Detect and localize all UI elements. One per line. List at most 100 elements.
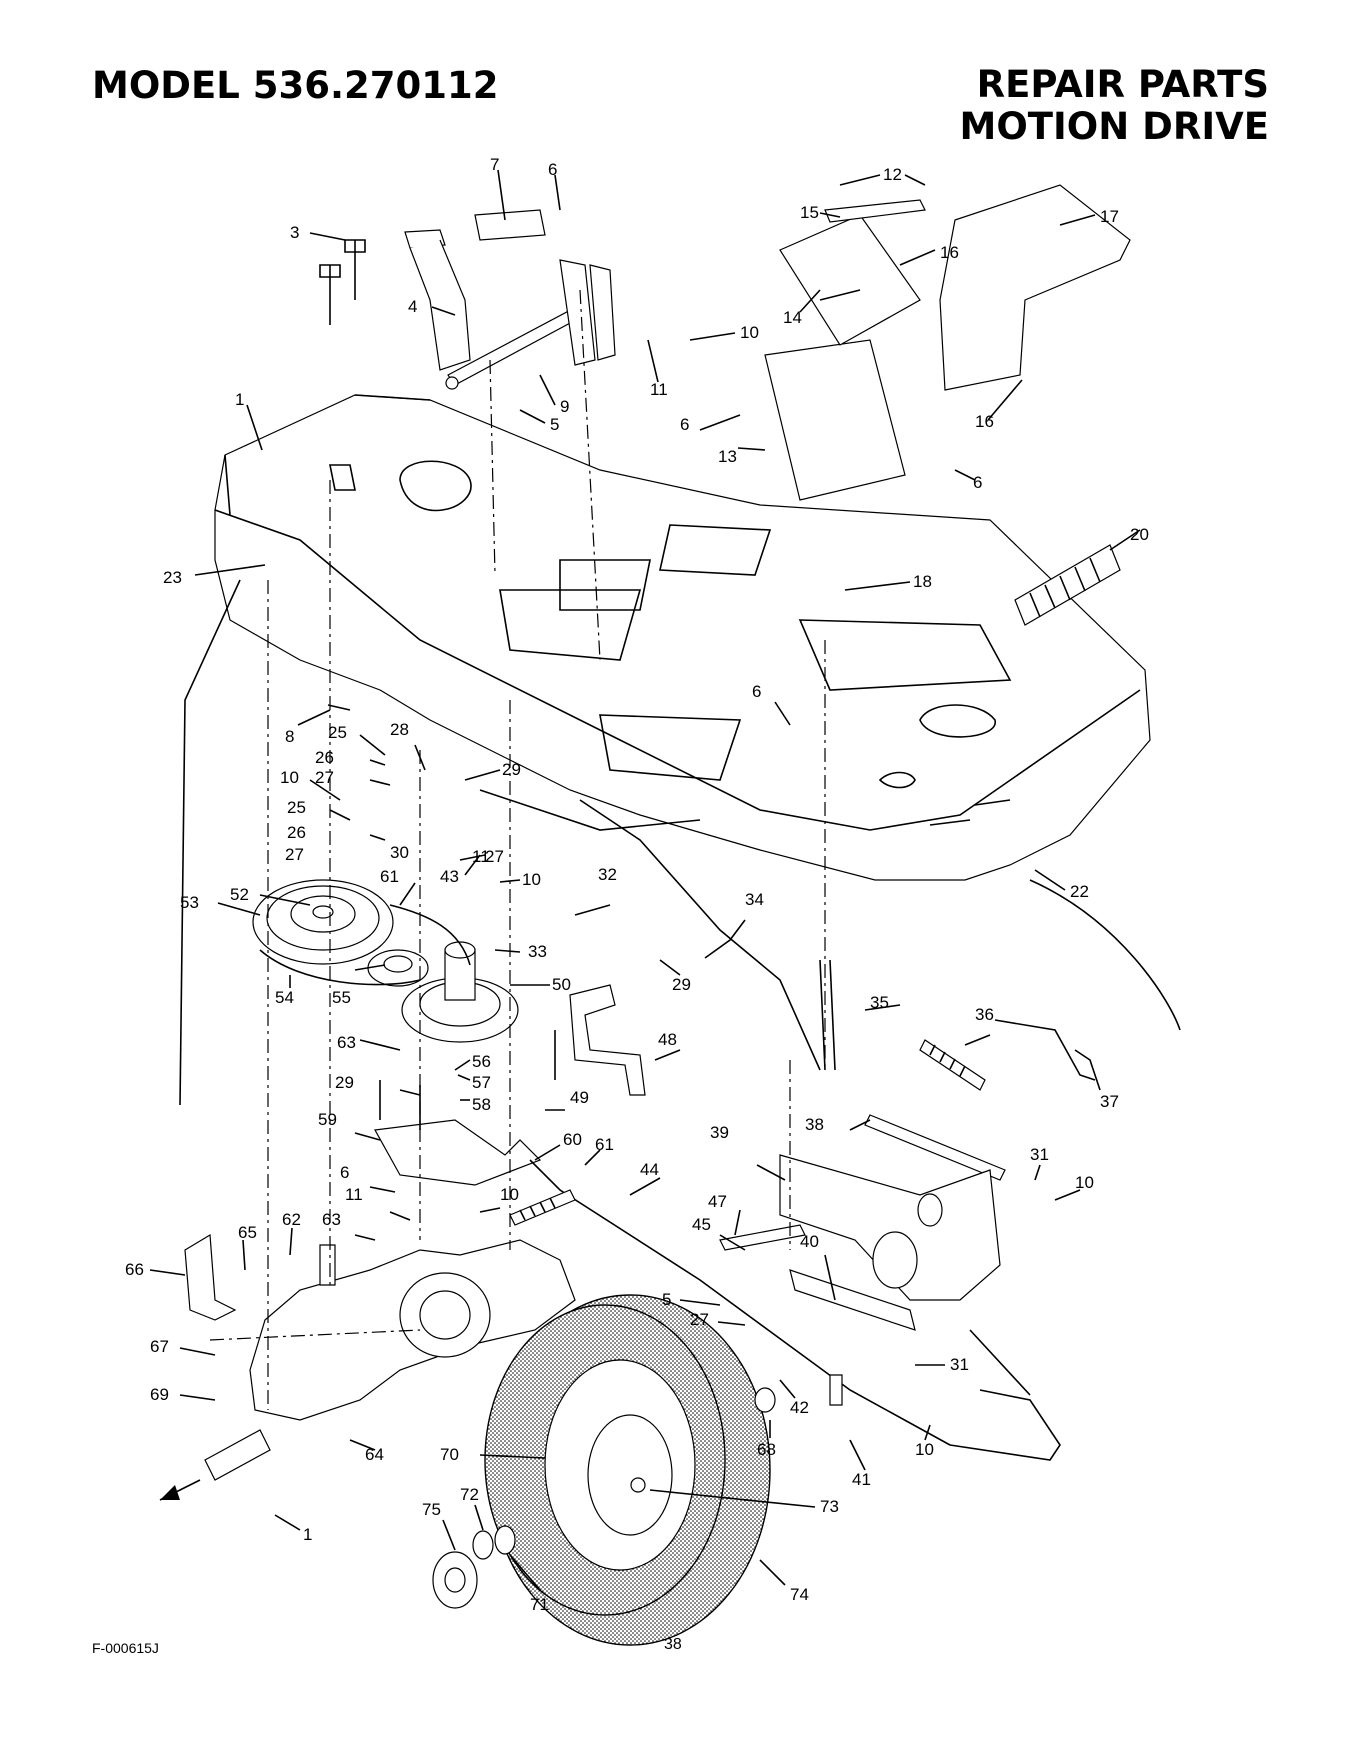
callout-15: 15 bbox=[800, 203, 819, 222]
callout-54: 54 bbox=[275, 988, 294, 1007]
callout-52: 52 bbox=[230, 885, 249, 904]
callout-42: 42 bbox=[790, 1398, 809, 1417]
callout-33: 33 bbox=[528, 942, 547, 961]
callout-10: 10 bbox=[740, 323, 759, 342]
callout-61: 61 bbox=[380, 867, 399, 886]
callout-63: 63 bbox=[337, 1033, 356, 1052]
callout-10: 10 bbox=[915, 1440, 934, 1459]
drive-belt-54 bbox=[259, 904, 471, 986]
callout-27: 27 bbox=[285, 845, 304, 864]
callout-10: 10 bbox=[522, 870, 541, 889]
callout-62: 62 bbox=[282, 1210, 301, 1229]
chassis-frame bbox=[214, 394, 1151, 881]
callout-6: 6 bbox=[340, 1163, 349, 1182]
spring-41 bbox=[829, 1374, 843, 1406]
callout-25: 25 bbox=[328, 723, 347, 742]
callout-36: 36 bbox=[975, 1005, 994, 1024]
idler-bracket-59 bbox=[374, 1080, 542, 1186]
callout-44: 44 bbox=[640, 1160, 659, 1179]
callout-69: 69 bbox=[150, 1385, 169, 1404]
callout-27: 27 bbox=[690, 1310, 709, 1329]
callout-68: 68 bbox=[757, 1440, 776, 1459]
callout-6: 6 bbox=[548, 160, 557, 179]
callout-35: 35 bbox=[870, 993, 889, 1012]
callout-47: 47 bbox=[708, 1192, 727, 1211]
callout-53: 53 bbox=[180, 893, 199, 912]
callout-4: 4 bbox=[408, 297, 417, 316]
callout-61: 61 bbox=[595, 1135, 614, 1154]
shift-plates bbox=[764, 184, 1131, 501]
callout-10: 10 bbox=[280, 768, 299, 787]
callout-71: 71 bbox=[530, 1595, 549, 1614]
callout-26: 26 bbox=[315, 748, 334, 767]
bolts-3 bbox=[319, 239, 366, 325]
section-heading-line1: REPAIR PARTS bbox=[976, 63, 1269, 106]
callout-32: 32 bbox=[598, 865, 617, 884]
model-title: MODEL 536.270112 bbox=[92, 64, 499, 107]
spring-61 bbox=[509, 1189, 576, 1226]
callout-72: 72 bbox=[460, 1485, 479, 1504]
callout-6: 6 bbox=[752, 682, 761, 701]
callout-26: 26 bbox=[287, 823, 306, 842]
callout-16: 16 bbox=[940, 243, 959, 262]
callout-31: 31 bbox=[950, 1355, 969, 1374]
callout-11: 11 bbox=[345, 1185, 363, 1204]
callout-65: 65 bbox=[238, 1223, 257, 1242]
callout-40: 40 bbox=[800, 1232, 819, 1251]
callout-9: 9 bbox=[560, 397, 569, 416]
callout-14: 14 bbox=[783, 308, 802, 327]
callout-25: 25 bbox=[287, 798, 306, 817]
callout-57: 57 bbox=[472, 1073, 491, 1092]
bracket-48 bbox=[554, 984, 646, 1096]
callout-3: 3 bbox=[290, 223, 299, 242]
callout-70: 70 bbox=[440, 1445, 459, 1464]
callout-31: 31 bbox=[1030, 1145, 1049, 1164]
callout-43: 43 bbox=[440, 867, 459, 886]
callout-38: 38 bbox=[805, 1115, 824, 1134]
callout-50: 50 bbox=[552, 975, 571, 994]
callout-49: 49 bbox=[570, 1088, 589, 1107]
callout-58: 58 bbox=[472, 1095, 491, 1114]
spring-36 bbox=[864, 1039, 1006, 1181]
callout-66: 66 bbox=[125, 1260, 144, 1279]
callout-60: 60 bbox=[563, 1130, 582, 1149]
callout-11: 11 bbox=[650, 380, 668, 399]
callout-16: 16 bbox=[975, 412, 994, 431]
callout-11: 11 bbox=[472, 847, 490, 866]
bracket-40 bbox=[719, 1224, 916, 1331]
callout-17: 17 bbox=[1100, 207, 1119, 226]
callout-29: 29 bbox=[672, 975, 691, 994]
callout-13: 13 bbox=[718, 447, 737, 466]
callout-23: 23 bbox=[163, 568, 182, 587]
pulley-50 bbox=[401, 941, 519, 1043]
callout-27: 27 bbox=[315, 768, 334, 787]
callout-10: 10 bbox=[1075, 1173, 1094, 1192]
callout-39: 39 bbox=[710, 1123, 729, 1142]
callout-59: 59 bbox=[318, 1110, 337, 1129]
callout-7: 7 bbox=[490, 155, 499, 174]
callout-28: 28 bbox=[390, 720, 409, 739]
section-heading: REPAIR PARTS MOTION DRIVE bbox=[960, 64, 1269, 148]
sub-frame bbox=[179, 579, 1181, 1461]
callout-48: 48 bbox=[658, 1030, 677, 1049]
callout-75: 75 bbox=[422, 1500, 441, 1519]
wheel-hub-75 bbox=[432, 1387, 776, 1609]
callout-6: 6 bbox=[680, 415, 689, 434]
brake-pedal-assembly bbox=[404, 209, 616, 390]
pulley-53 bbox=[252, 879, 394, 965]
callout-41: 41 bbox=[852, 1470, 871, 1489]
callout-5: 5 bbox=[662, 1290, 671, 1309]
tire-74 bbox=[484, 1294, 771, 1646]
callout-73: 73 bbox=[820, 1497, 839, 1516]
figure-code: F-000615J bbox=[92, 1640, 159, 1656]
callout-18: 18 bbox=[913, 572, 932, 591]
callout-63: 63 bbox=[322, 1210, 341, 1229]
callout-labels: 3 7 6 12 15 17 4 10 16 14 11 9 1 5 6 16 … bbox=[125, 155, 1149, 1614]
callout-6: 6 bbox=[973, 473, 982, 492]
callout-67: 67 bbox=[150, 1337, 169, 1356]
callout-12: 12 bbox=[883, 165, 902, 184]
callout-1: 1 bbox=[235, 390, 244, 409]
callout-37: 37 bbox=[1100, 1092, 1119, 1111]
bracket-66 bbox=[184, 1233, 237, 1321]
